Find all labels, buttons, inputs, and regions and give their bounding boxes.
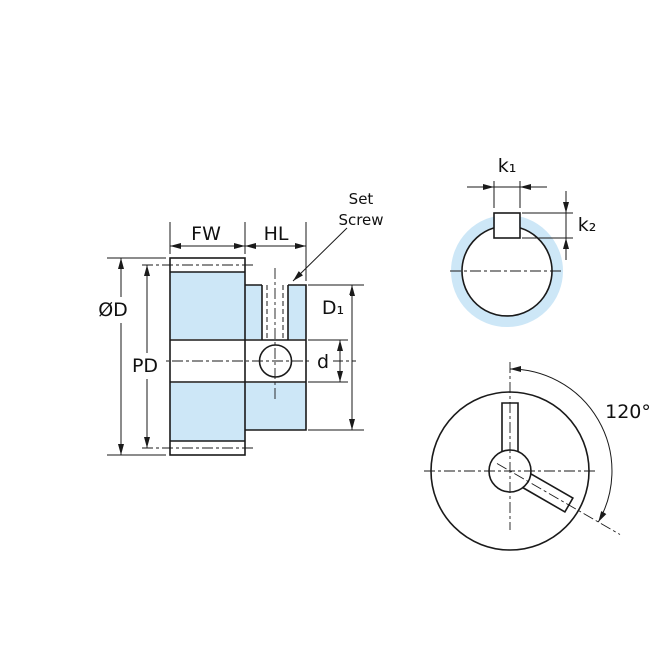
gear-outline — [169, 257, 246, 456]
pd-label: PD — [132, 355, 158, 377]
od-label: ØD — [98, 299, 128, 321]
angle-dimension-arc — [509, 366, 613, 523]
k1-label: k₁ — [498, 155, 517, 177]
front-view: 120° — [424, 362, 651, 551]
tooth-root-lines — [170, 271, 245, 442]
hl-label: HL — [264, 223, 289, 245]
angle-label: 120° — [605, 401, 651, 423]
d1-label: D₁ — [322, 297, 344, 319]
keyway-detail-view: k₁ k₂ — [450, 155, 597, 327]
keyway-dimensions — [467, 181, 573, 260]
d1-label-bg — [315, 295, 350, 321]
side-view: FW HL ØD PD D₁ d Set Screw — [92, 190, 384, 456]
detail-bore-circle — [461, 227, 553, 317]
set-screw-label-line2: Screw — [338, 211, 383, 229]
bore-lines — [170, 339, 306, 383]
keyway-slot-outline — [493, 212, 521, 239]
od-label-bg — [92, 297, 134, 323]
k2-label: k₂ — [578, 214, 597, 236]
side-view-dimensions — [107, 222, 364, 456]
pd-label-bg — [125, 353, 165, 379]
hub-outline — [245, 284, 307, 431]
od-extension-lines — [107, 257, 166, 456]
d-label-bg — [312, 349, 333, 375]
set-screw-thread-hidden-lines — [266, 285, 284, 340]
set-screw-label-line1: Set — [349, 190, 374, 208]
side-view-labels: FW HL ØD PD D₁ d Set Screw — [92, 190, 384, 379]
keyway-slot-cutout — [495, 212, 519, 237]
fw-label: FW — [191, 223, 221, 245]
k1-extension-lines — [493, 181, 521, 208]
set-screw-hole-walls — [261, 285, 289, 340]
set-screw-leader-line — [292, 227, 348, 282]
d-label: d — [317, 351, 329, 373]
